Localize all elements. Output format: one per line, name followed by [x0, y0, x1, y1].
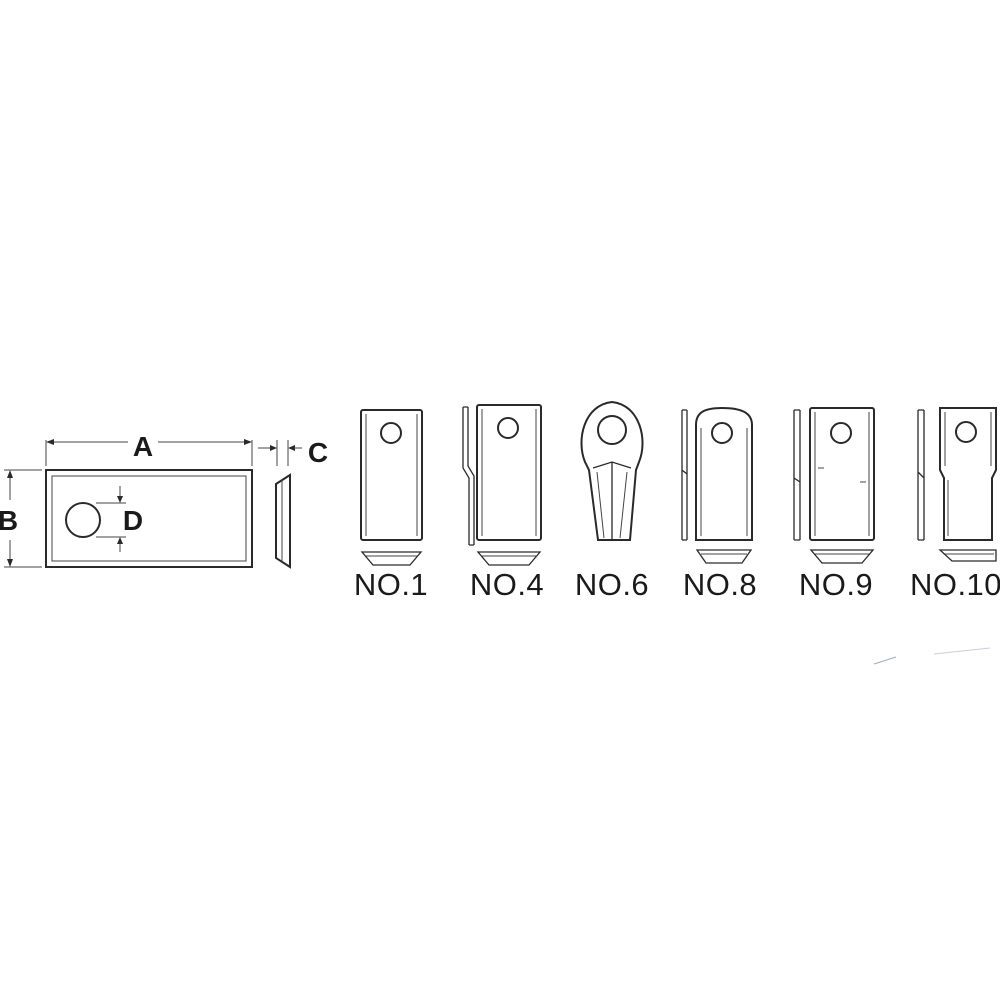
blade-no1: NO.1 — [354, 409, 428, 602]
blade-no9: NO.9 — [793, 407, 875, 602]
blade-no1-label: NO.1 — [354, 567, 428, 602]
dimension-b-label: B — [0, 505, 18, 536]
blade-no10-label: NO.10 — [910, 567, 1000, 602]
dimension-a-label: A — [133, 431, 153, 462]
blade-no9-label: NO.9 — [799, 567, 873, 602]
scan-artifacts — [873, 647, 991, 665]
dimension-b: B — [0, 469, 42, 568]
blade-no4-label: NO.4 — [470, 567, 544, 602]
blade-outline — [45, 469, 253, 568]
blade-no4: NO.4 — [462, 404, 544, 602]
blade-no6: NO.6 — [575, 400, 649, 602]
blade-bevel-inner — [51, 475, 247, 562]
dimension-d-label: D — [123, 505, 143, 536]
blade-no8-label: NO.8 — [683, 567, 757, 602]
blade-no6-label: NO.6 — [575, 567, 649, 602]
dimension-c-label: C — [308, 437, 328, 468]
blade-no10: NO.10 — [910, 407, 1000, 602]
blade-side-view — [275, 473, 291, 569]
dimension-d: D — [96, 486, 143, 552]
dimension-a: A — [45, 431, 253, 466]
mounting-hole — [65, 502, 101, 538]
dimension-c: C — [258, 437, 328, 468]
dimensioned-blade: A B D — [0, 431, 328, 569]
blade-no8: NO.8 — [681, 406, 757, 602]
